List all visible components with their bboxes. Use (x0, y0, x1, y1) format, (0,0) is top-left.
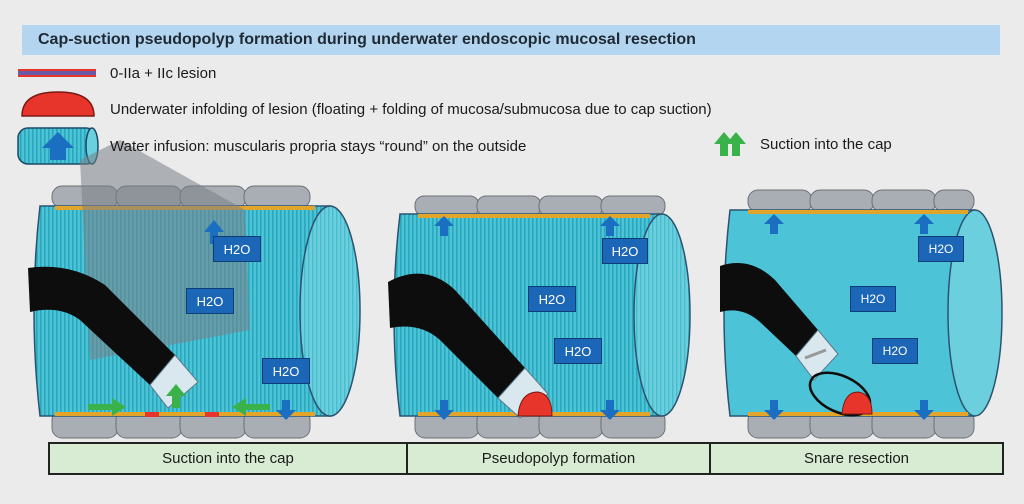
h2o-label: H2O (262, 358, 310, 384)
h2o-label: H2O (872, 338, 918, 364)
lesion-legend-icon (18, 69, 96, 77)
panel-snare-diagram (720, 189, 1003, 439)
caption-snare: Snare resection (709, 442, 1004, 475)
caption-pseudopolyp: Pseudopolyp formation (406, 442, 711, 475)
legend-infolding-label: Underwater infolding of lesion (floating… (110, 101, 712, 118)
h2o-label: H2O (554, 338, 602, 364)
panel-pseudopolyp-diagram (388, 195, 691, 439)
h2o-label: H2O (186, 288, 234, 314)
legend-suction-label: Suction into the cap (760, 136, 892, 153)
infolding-legend-icon (21, 91, 95, 117)
h2o-label: H2O (602, 238, 648, 264)
h2o-label: H2O (528, 286, 576, 312)
caption-snare-text: Snare resection (803, 450, 910, 467)
figure-title: Cap-suction pseudopolyp formation during… (38, 31, 696, 48)
caption-suction-text: Suction into the cap (162, 450, 294, 467)
h2o-label: H2O (213, 236, 261, 262)
caption-suction: Suction into the cap (48, 442, 408, 475)
legend-water-infusion-label: Water infusion: muscularis propria stays… (110, 138, 527, 155)
suction-legend-icon (714, 132, 746, 156)
legend-lesion-label: 0-IIa + IIc lesion (110, 65, 217, 82)
h2o-label: H2O (918, 236, 964, 262)
h2o-label: H2O (850, 286, 896, 312)
title-bar: Cap-suction pseudopolyp formation during… (22, 25, 1000, 55)
caption-pseudopolyp-text: Pseudopolyp formation (481, 450, 636, 467)
